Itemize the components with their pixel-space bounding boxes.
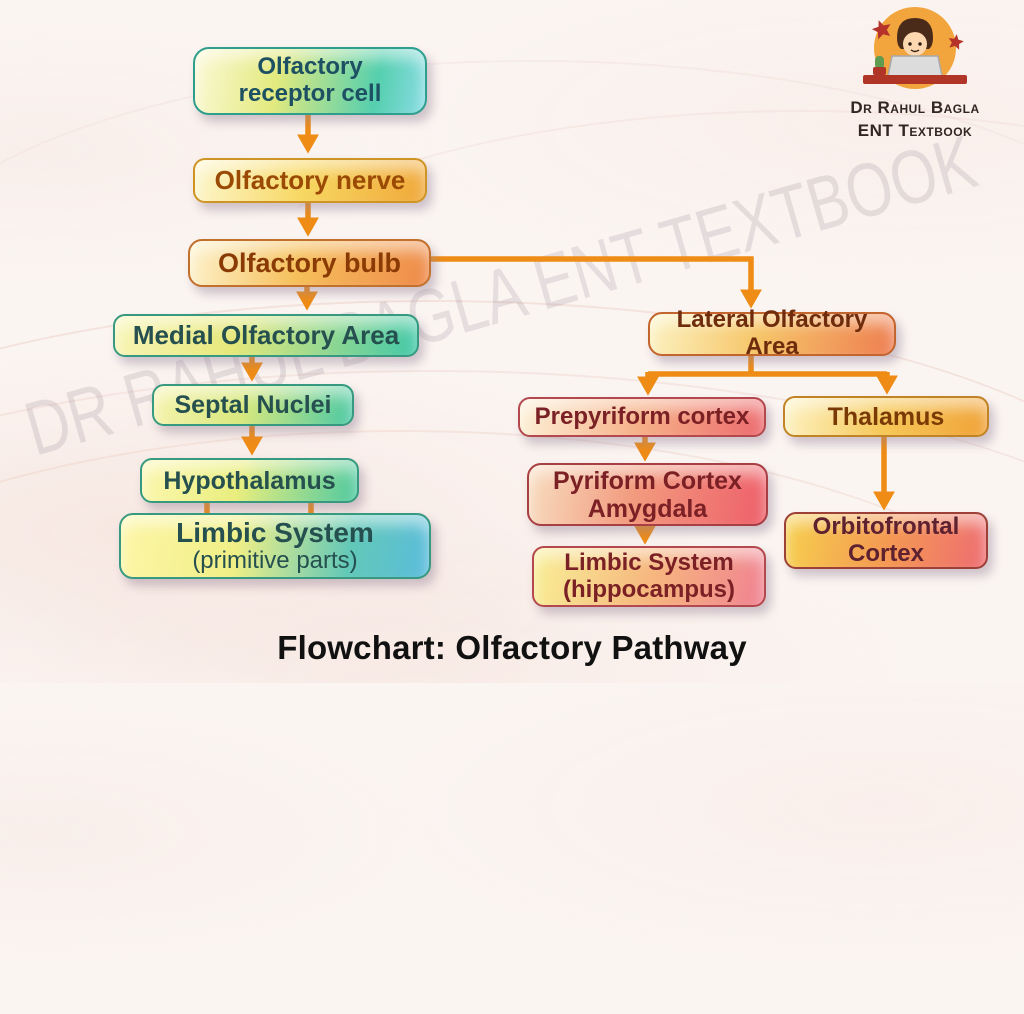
node-label: Thalamus [827,402,945,431]
node-label: Limbic System [564,548,734,576]
node-label: Orbitofrontal [812,512,960,540]
node-label-line2: (hippocampus) [563,575,735,603]
author-logo: Dr Rahul Bagla ENT Textbook [845,4,985,143]
node-label: Lateral Olfactory Area [676,306,868,360]
logo-book-name: ENT Textbook [857,120,973,140]
node-label: Olfactory bulb [217,247,401,278]
node-label: Olfactory [257,53,363,81]
node-label: Hypothalamus [163,466,336,495]
node-label-line2: receptor cell [238,80,382,107]
node-pyriform-cortex-amygdala: Pyriform Cortex Amygdala [527,463,768,526]
author-logo-icon [863,7,967,89]
logo-author-name: Dr Rahul Bagla [850,98,980,117]
node-thalamus: Thalamus [783,396,989,437]
node-label: Pyriform Cortex [553,466,742,495]
star-icon [948,34,964,50]
node-prepyriform-cortex: Prepyriform cortex [518,397,766,437]
node-label: Olfactory nerve [214,164,406,195]
node-medial-olfactory-area: Medial Olfactory Area [113,314,419,357]
node-olfactory-receptor-cell: Olfactory receptor cell [193,47,427,115]
flowchart-page: { "title": "Flowchart: Olfactory Pathway… [0,0,1024,683]
node-label: Medial Olfactory Area [132,319,400,350]
node-label-line2: Cortex [847,539,925,567]
node-hypothalamus: Hypothalamus [140,458,359,503]
node-label: Limbic System [176,516,374,548]
node-olfactory-nerve: Olfactory nerve [193,158,427,203]
node-olfactory-bulb: Olfactory bulb [188,239,431,287]
node-orbitofrontal-cortex: Orbitofrontal Cortex [784,512,988,569]
star-icon [871,20,891,40]
edge-bulb-lateral [427,256,762,309]
node-label-line2: Amygdala [587,494,708,523]
node-limbic-system-hippocampus: Limbic System (hippocampus) [532,546,766,607]
desk [863,75,967,84]
node-lateral-olfactory-area: Lateral Olfactory Area [648,306,896,360]
node-septal-nuclei: Septal Nuclei [152,384,354,426]
node-limbic-system-primitive: Limbic System (primitive parts) [119,513,431,579]
cactus-icon [875,56,884,69]
node-label-line2: (primitive parts) [192,547,358,575]
node-label: Septal Nuclei [174,391,332,419]
node-label: Prepyriform cortex [534,402,750,430]
page-title: Flowchart: Olfactory Pathway [277,629,747,666]
laptop-icon [887,55,943,77]
